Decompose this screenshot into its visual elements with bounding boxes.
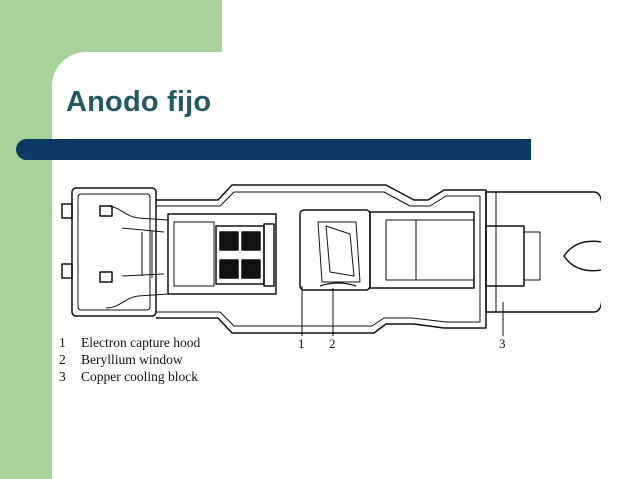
legend-number: 2: [59, 352, 66, 367]
callout-1: 1: [298, 336, 305, 348]
legend-item: 3 Copper cooling block: [59, 368, 200, 385]
slide-title: Anodo fijo: [66, 86, 212, 118]
copper-cooling-block: [485, 191, 601, 313]
tube-envelope-inner: [156, 191, 481, 327]
legend-item: 2 Beryllium window: [59, 351, 200, 368]
legend-item: 1 Electron capture hood: [59, 334, 200, 351]
cathode-assembly: [121, 213, 277, 295]
xray-tube-diagram: 1 2 3: [61, 184, 601, 348]
legend-number: 1: [59, 335, 66, 350]
title-underline-bar: [16, 139, 531, 160]
tube-envelope-outer: [156, 184, 487, 334]
legend-text: Electron capture hood: [81, 335, 201, 350]
cathode-housing: [61, 187, 157, 317]
legend-text: Beryllium window: [81, 352, 183, 367]
anode-hood-section: [299, 209, 371, 291]
callout-2: 2: [329, 336, 336, 348]
diagram-legend: 1 Electron capture hood 2 Beryllium wind…: [59, 334, 200, 385]
legend-number: 3: [59, 369, 66, 384]
legend-text: Copper cooling block: [81, 369, 198, 384]
callout-3: 3: [499, 336, 506, 348]
anode-stem: [369, 211, 475, 289]
